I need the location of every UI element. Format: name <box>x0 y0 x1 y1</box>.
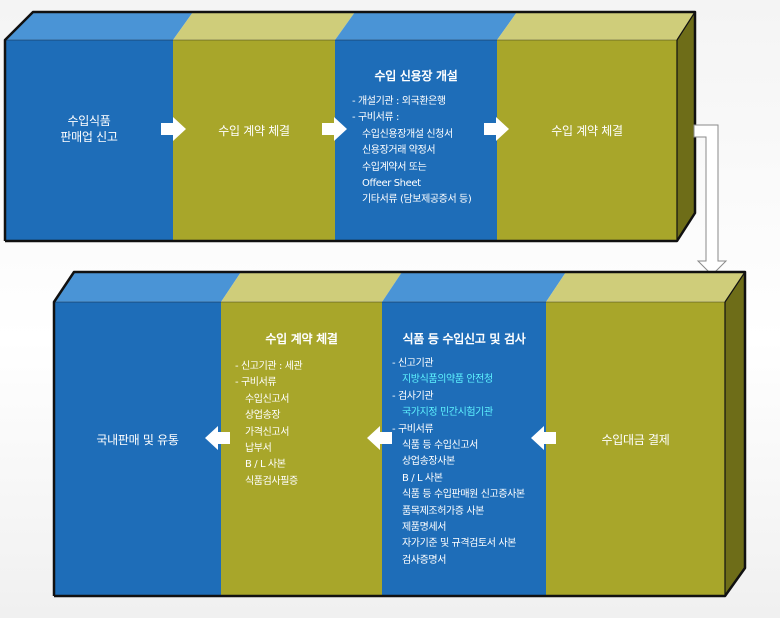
list-item: 수입계약서 또는 <box>362 161 427 173</box>
row2-front-1 <box>54 302 221 596</box>
row2-step3-list: - 신고기관 지방식품의약품 안전청 - 검사기관 국가지정 민간시험기관 - … <box>392 356 525 569</box>
list-item: 식품 등 수입판매원 신고증사본 <box>402 489 525 501</box>
row1-top-olive-2 <box>173 12 355 40</box>
row2-step4-label: 수입대금 결제 <box>601 433 670 447</box>
row2-top-blue-3 <box>382 272 566 302</box>
row1-top-olive-4 <box>497 12 695 40</box>
row1-step2-label: 수입 계약 체결 <box>218 124 290 138</box>
list-item: Offeer Sheet <box>362 177 421 189</box>
row1-side <box>677 12 695 241</box>
list-item: 가격신고서 <box>245 426 290 438</box>
arrow-r1-2 <box>322 117 347 141</box>
list-item: 상업송장사본 <box>402 456 455 468</box>
row2-step1-label: 국내판매 및 유통 <box>96 433 179 447</box>
arrow-r2-1 <box>531 426 556 450</box>
row2-step3-title: 식품 등 수입신고 및 검사 <box>402 332 526 346</box>
arrow-r2-3 <box>205 426 230 450</box>
arrow-r2-2 <box>367 426 392 450</box>
row2-front-2 <box>221 302 382 596</box>
list-item: 제품명세서 <box>402 521 447 533</box>
row2-front-4 <box>546 302 725 596</box>
list-item: 품목제조허가증 사본 <box>402 505 484 517</box>
row1-step3-title: 수입 신용장 개설 <box>374 69 458 83</box>
list-item: 신용장거래 약정서 <box>362 145 436 157</box>
row1-front-2 <box>173 40 335 241</box>
list-item: - 구비서류 : <box>352 112 399 124</box>
list-item: 자가기준 및 규격검토서 사본 <box>402 538 516 550</box>
row1-front-1 <box>5 40 173 241</box>
list-item: B / L 사본 <box>245 459 286 471</box>
row2-top-blue-1 <box>54 272 241 302</box>
row2-front-3 <box>382 302 546 596</box>
list-item: B / L 사본 <box>402 472 443 484</box>
row1-step3-list: - 개설기관 : 외국환은행 - 구비서류 : 수입신용장개설 신청서 신용장거… <box>352 94 472 209</box>
list-item: - 개설기관 : 외국환은행 <box>352 96 446 107</box>
list-item: 수입신용장개설 신청서 <box>362 128 453 140</box>
connector-arrow <box>693 124 728 276</box>
row1-step1-line2: 판매업 신고 <box>60 130 118 144</box>
row2-top-olive-4 <box>546 272 745 302</box>
list-item-highlight: 지방식품의약품 안전청 <box>402 374 493 386</box>
row1-front-3 <box>335 40 497 241</box>
row1-top-blue-3 <box>335 12 517 40</box>
list-item: 기타서류 (담보제공증서 등) <box>362 194 472 206</box>
row2-step2-list: - 신고기관 : 세관 - 구비서류 수입신고서 상업송장 가격신고서 납부서 … <box>235 359 303 490</box>
row1-front-4 <box>497 40 677 241</box>
list-item: 식품 등 수입신고서 <box>402 439 478 451</box>
arrow-r1-1 <box>161 117 186 141</box>
list-item: - 신고기관 <box>392 358 434 369</box>
list-item: - 구비서류 <box>235 377 277 389</box>
row1-step1-label: 수입식품 판매업 신고 <box>5 113 173 145</box>
list-item: 상업송장 <box>245 410 281 422</box>
list-item: - 구비서류 <box>392 423 434 435</box>
list-item: 수입신고서 <box>245 393 290 405</box>
row2-top-olive-2 <box>221 272 402 302</box>
list-item: 검사증명서 <box>402 554 447 566</box>
row1-step1-line1: 수입식품 <box>67 114 111 128</box>
arrow-r1-3 <box>484 117 509 141</box>
row2-step2-title: 수입 계약 체결 <box>265 332 338 346</box>
row2-side <box>725 272 745 596</box>
row1-step4-label: 수입 계약 체결 <box>551 124 623 138</box>
list-item: - 신고기관 : 세관 <box>235 361 303 372</box>
list-item: 납부서 <box>245 442 272 454</box>
row1-top-blue-1 <box>5 12 193 40</box>
list-item-highlight: 국가지정 민간시험기관 <box>402 407 493 419</box>
list-item: - 검사기관 <box>392 390 434 402</box>
list-item: 식품검사필증 <box>245 475 298 487</box>
